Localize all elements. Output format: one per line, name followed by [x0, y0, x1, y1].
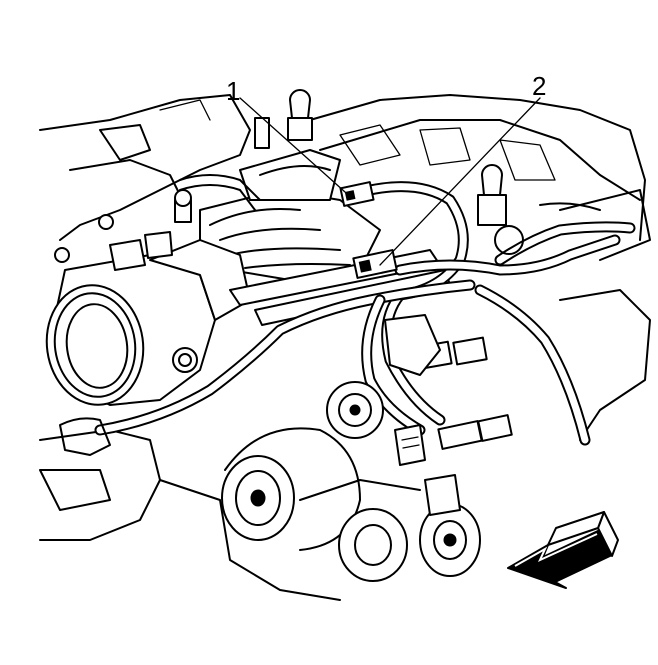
mounting-studs: [174, 89, 507, 226]
callout-leaders: [239, 97, 541, 266]
front-direction-arrow-icon: [507, 511, 619, 589]
hoses: [59, 174, 601, 456]
throttle-body: [45, 214, 251, 406]
callout-label-1: 1: [226, 76, 240, 106]
callout-label-2: 2: [532, 71, 546, 101]
sensors: [326, 314, 441, 439]
accessory-pulleys: [221, 427, 481, 582]
